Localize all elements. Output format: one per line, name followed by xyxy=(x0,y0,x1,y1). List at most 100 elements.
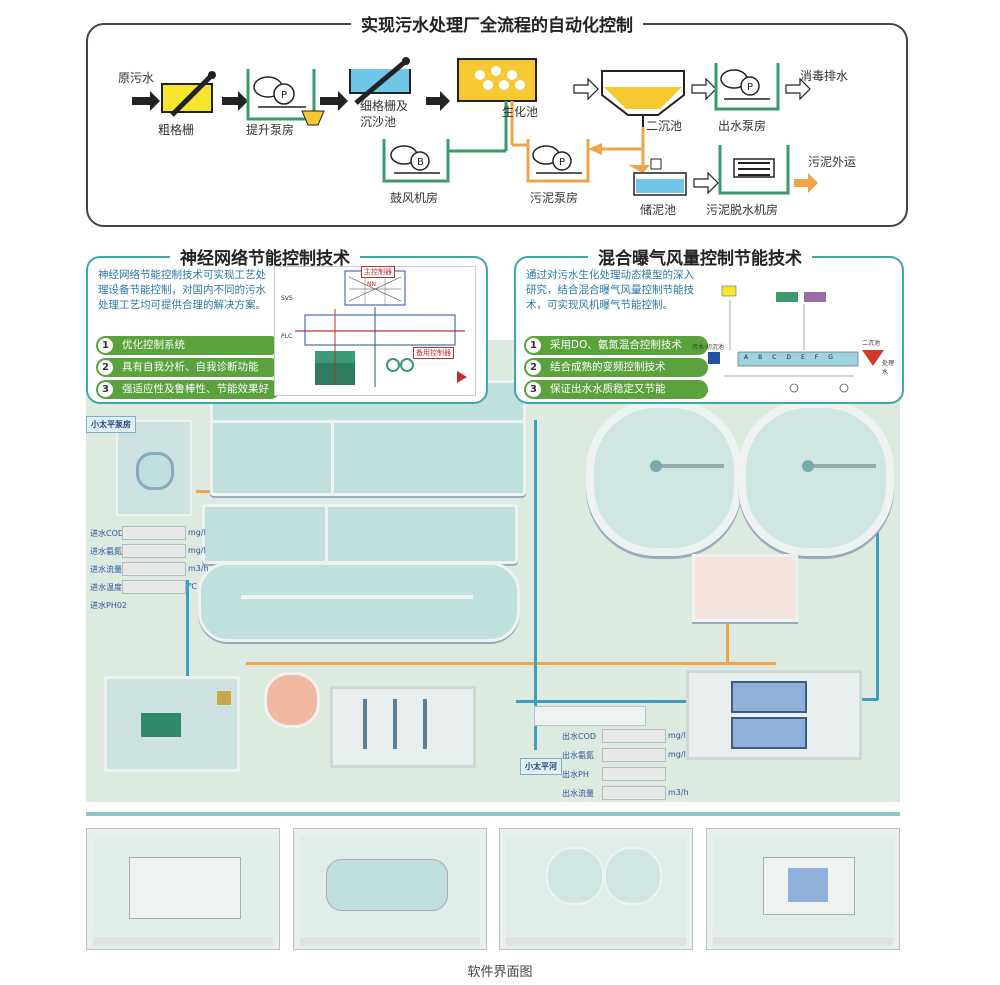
aeration-schematic xyxy=(708,285,884,393)
outlet-param-label: 出水流量 xyxy=(562,789,594,798)
feature-number: 3 xyxy=(98,382,113,397)
outlet-param-value xyxy=(602,786,666,800)
nn-label: NN xyxy=(367,281,376,288)
outlet-param-label: 出水COD xyxy=(562,732,597,741)
inlet-param-label: 进水流量 xyxy=(90,565,122,574)
label-disinfection: 消毒排水 xyxy=(800,69,849,83)
label-blower-room: 鼓风机房 xyxy=(390,191,439,205)
neural-control-panel: 神经网络节能控制技术 神经网络节能控制技术可实现工艺处理设备节能控制，对国内不同… xyxy=(86,244,488,404)
sludge-out-arrow xyxy=(794,173,818,193)
aeration-zones: ABCDEFG xyxy=(744,354,843,361)
software-caption: 软件界面图 xyxy=(467,965,533,980)
plant-scada-view: 小太平泵房 进水COD mg/l 进水氨氮 mg/l 进水流量 m3/h 进水温… xyxy=(86,340,900,802)
label-secondary-clarifier: 二沉池 xyxy=(646,119,683,133)
lift-pump-house xyxy=(246,69,316,121)
lift-pump-sump xyxy=(301,110,325,126)
aeration-inlet-label: 污水·初沉池 xyxy=(692,344,724,351)
inlet-param-value xyxy=(122,580,186,594)
distribution-well xyxy=(692,554,798,622)
outlet-param-label: 出水PH xyxy=(562,770,589,779)
inlet-param-label: 进水COD xyxy=(90,529,125,538)
inlet-param-unit: mg/l xyxy=(188,546,206,555)
inlet-param-row: 进水COD mg/l xyxy=(90,526,206,544)
outlet-param-unit: mg/l xyxy=(668,750,686,759)
label-effluent-pump: 出水泵房 xyxy=(718,119,767,133)
neural-network-schematic xyxy=(295,270,467,387)
outlet-param-value xyxy=(602,729,666,743)
label-bio-tank: 生化池 xyxy=(502,105,539,119)
label-coarse-screen: 粗格栅 xyxy=(158,123,195,137)
outlet-params-panel: 出水COD mg/l 出水氨氮 mg/l 出水PH 出水流量 m3/h xyxy=(562,728,689,804)
inlet-param-unit: ℃ xyxy=(188,582,197,591)
outlet-param-row: 出水流量 m3/h xyxy=(562,785,689,804)
inlet-param-value xyxy=(122,544,186,558)
feature-number: 2 xyxy=(526,360,541,375)
aeration-desc: 通过对污水生化处理动态模型的深入研究，结合混合曝气风量控制节能技术，可实现风机曝… xyxy=(526,269,694,311)
inlet-param-row: 进水温度 ℃ xyxy=(90,580,202,598)
outlet-param-value xyxy=(602,748,666,762)
screenshot-thumb-2[interactable] xyxy=(293,828,487,950)
inlet-param-unit: mg/l xyxy=(188,528,206,537)
sludge-thickener xyxy=(264,672,320,728)
label-sludge-storage: 储泥池 xyxy=(640,203,677,217)
flow-arrow-5 xyxy=(573,77,599,101)
outlet-param-row: 出水COD mg/l xyxy=(562,728,686,747)
bio-tank-unit xyxy=(457,58,537,102)
inlet-param-label: 进水温度 xyxy=(90,583,122,592)
aeration-control-panel: 混合曝气风量控制节能技术 通过对污水生化处理动态模型的深入研究，结合混合曝气风量… xyxy=(514,244,904,404)
label-fine-screen-1: 细格栅及 xyxy=(360,99,409,113)
pump-tag-right[interactable]: 小太平河 xyxy=(520,758,562,775)
screenshot-thumb-1[interactable] xyxy=(86,828,280,950)
label-raw-sewage: 原污水 xyxy=(118,71,155,85)
outlet-param-row: 出水PH xyxy=(562,766,682,785)
flow-arrow-2 xyxy=(222,91,248,111)
svg-text:P: P xyxy=(747,82,753,93)
feature-number: 1 xyxy=(98,338,113,353)
pump-tag-left[interactable]: 小太平泵房 xyxy=(86,416,136,433)
outlet-param-value xyxy=(602,767,666,781)
clarifier-right xyxy=(738,400,894,556)
label-dewatering: 污泥脱水机房 xyxy=(706,203,779,217)
aeration-clarifier-label: 二沉池 xyxy=(862,340,881,347)
divider xyxy=(86,812,900,816)
screenshot-thumb-4[interactable] xyxy=(706,828,900,950)
backup-controller-label: 备用控制器 xyxy=(413,347,454,359)
pump-building xyxy=(330,686,476,768)
svg-text:P: P xyxy=(281,90,287,101)
process-flow-panel: 实现污水处理厂全流程的自动化控制 P P xyxy=(86,16,908,227)
pipe-blue-1 xyxy=(534,420,537,750)
disinfection-channel xyxy=(534,706,646,726)
inlet-param-row: 进水PH02 xyxy=(90,598,202,616)
sludge-pump-house xyxy=(526,139,590,183)
flow-arrow-6 xyxy=(691,77,717,101)
flow-arrow-4 xyxy=(426,91,450,111)
inlet-param-row: 进水流量 m3/h xyxy=(90,562,209,580)
effluent-pump-house xyxy=(714,63,780,111)
label-sludge-out: 污泥外运 xyxy=(808,155,857,169)
tank-oxidation-ditch xyxy=(198,562,520,642)
main-controller-label: 主控制器 xyxy=(361,266,395,278)
sludge-building xyxy=(104,676,240,772)
label-lift-pump: 提升泵房 xyxy=(246,123,295,137)
inlet-params-panel: 进水COD mg/l 进水氨氮 mg/l 进水流量 m3/h 进水温度 ℃ 进水… xyxy=(90,526,209,616)
inlet-param-label: 进水氨氮 xyxy=(90,547,122,556)
dewatering-house xyxy=(718,145,790,195)
svg-text:P: P xyxy=(559,157,565,168)
inlet-param-value xyxy=(122,562,186,576)
tank-bio-3 xyxy=(202,504,518,564)
inlet-param-row: 进水氨氮 mg/l xyxy=(90,544,206,562)
neural-title: 神经网络节能控制技术 xyxy=(170,244,360,269)
outlet-param-label: 出水氨氮 xyxy=(562,751,594,760)
pipe-orange-2 xyxy=(246,662,776,665)
clarifier-left xyxy=(586,400,742,556)
plc-label: PLC xyxy=(281,333,293,340)
label-sludge-pump: 污泥泵房 xyxy=(530,191,579,205)
neural-control-diagram: 主控制器 SVS PLC NN 备用控制器 xyxy=(274,266,476,396)
coarse-screen-rake xyxy=(170,73,214,117)
inlet-param-label: 进水PH02 xyxy=(90,601,128,610)
inlet-param-unit: m3/h xyxy=(188,564,209,573)
screenshot-thumb-3[interactable] xyxy=(499,828,693,950)
